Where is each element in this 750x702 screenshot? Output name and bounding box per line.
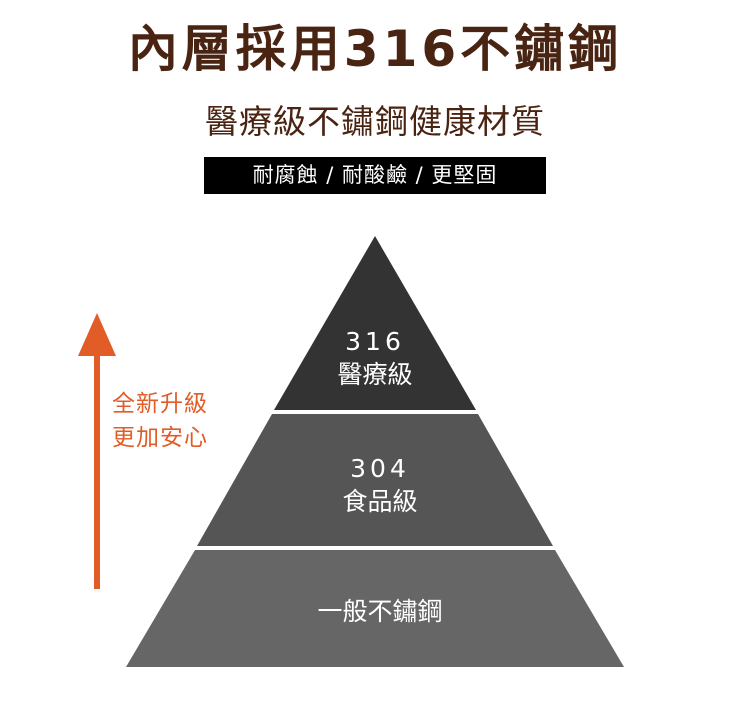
upgrade-arrow-shaft	[94, 352, 100, 589]
tier-top-label: 316 醫療級	[275, 325, 475, 391]
upgrade-note: 全新升級 更加安心	[112, 387, 208, 455]
feature-tag-bar: 耐腐蝕 / 耐酸鹼 / 更堅固	[204, 157, 546, 194]
main-title: 內層採用316不鏽鋼	[127, 20, 623, 78]
tier-bottom-name: 一般不鏽鋼	[317, 597, 443, 626]
tier-bottom-label: 一般不鏽鋼	[280, 595, 480, 628]
upgrade-note-line2: 更加安心	[112, 425, 208, 451]
tier-middle-name: 食品級	[342, 487, 418, 516]
pyramid-tier-middle	[197, 414, 553, 546]
pyramid-tier-top	[274, 236, 476, 410]
tier-middle-grade: 304	[350, 454, 410, 483]
upgrade-arrow-head	[78, 313, 116, 356]
subtitle: 醫療級不鏽鋼健康材質	[205, 102, 545, 141]
pyramid-tier-bottom	[126, 550, 624, 667]
tier-top-grade: 316	[345, 327, 405, 356]
tier-middle-label: 304 食品級	[280, 452, 480, 518]
upgrade-note-line1: 全新升級	[112, 391, 208, 417]
tier-top-name: 醫療級	[337, 360, 413, 389]
